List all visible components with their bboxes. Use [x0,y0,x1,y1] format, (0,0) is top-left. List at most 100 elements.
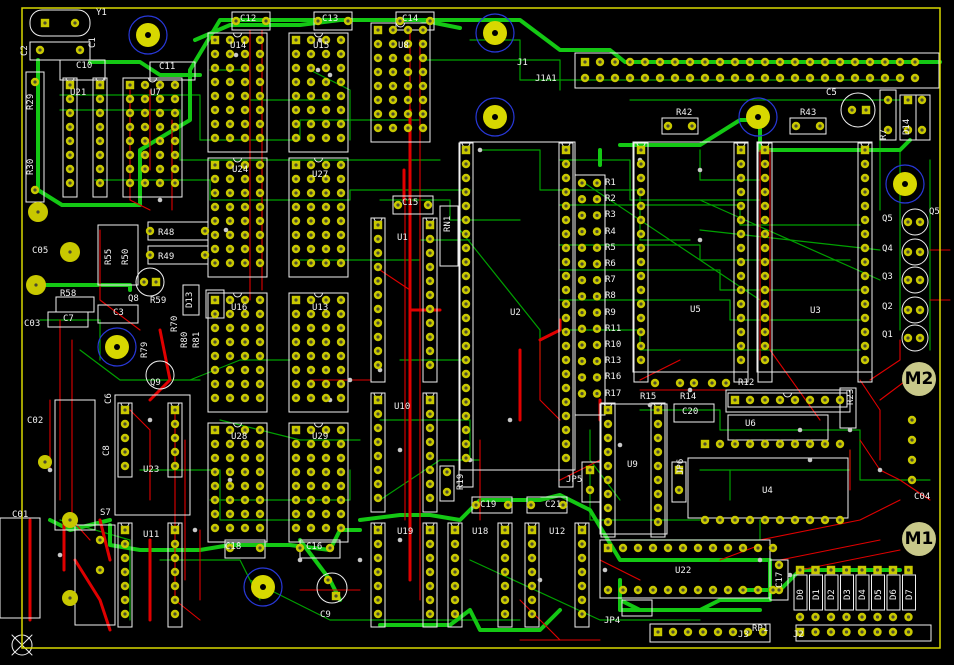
via [147,417,153,423]
drill-hole [213,512,217,516]
ref-label-r30: R30 [26,158,36,175]
drill-hole [243,261,247,265]
drill-hole [564,232,568,236]
drill-hole [580,327,584,331]
bottom-trace [639,409,801,431]
bottom-trace [559,299,861,321]
drill-hole [763,204,767,208]
drill-hole [891,615,895,619]
drill-hole [761,630,765,634]
drill-hole [294,52,298,56]
drill-hole [258,382,262,386]
drill-hole [503,528,507,532]
drill-hole [376,440,380,444]
drill-hole [228,38,232,42]
drill-hole [376,542,380,546]
drill-hole [324,396,328,400]
drill-hole [739,260,743,264]
drill-hole [739,302,743,306]
drill-hole [309,442,313,446]
drill-hole [621,588,625,592]
drill-hole [213,80,217,84]
drill-hole [243,326,247,330]
drill-hole [294,261,298,265]
drill-hole [339,396,343,400]
drill-hole [580,262,584,266]
drill-hole [376,426,380,430]
drill-hole [918,336,922,340]
drill-hole [294,247,298,251]
drill-hole [258,66,262,70]
drill-hole [376,363,380,367]
drill-hole [639,204,643,208]
drill-hole [606,436,610,440]
drill-hole [639,330,643,334]
r48-body [147,221,209,241]
drill-hole [891,630,895,634]
drill-hole [309,456,313,460]
via [233,52,239,58]
drill-hole [213,38,217,42]
drill-hole [173,436,177,440]
drill-hole [128,139,132,143]
drill-hole [595,359,599,363]
ref-label-r42: R42 [676,108,693,118]
drill-hole [606,492,610,496]
ic-notch [233,422,242,428]
drill-hole [128,83,132,87]
ref-label-q2: Q2 [882,302,893,312]
drill-hole [428,237,432,241]
jp5-body [581,461,601,503]
via [157,197,163,203]
drill-hole [173,153,177,157]
transistor-q1 [901,324,929,352]
drill-hole [339,456,343,460]
drill-hole [123,612,127,616]
drill-hole [636,546,640,550]
drill-hole [906,568,911,572]
top-trace [129,409,151,501]
drill-hole [123,464,127,468]
drill-hole [564,190,568,194]
drill-hole [324,108,328,112]
drill-hole [243,163,247,167]
drill-hole [823,60,827,64]
drill-hole [656,464,660,468]
drill-hole [123,422,127,426]
drill-hole [910,438,914,442]
ic-outline-undefined [288,32,349,153]
bottom-trace [459,229,541,361]
drill-hole [213,368,217,372]
drill-hole [778,60,782,64]
ic-outline-undefined [422,392,438,513]
drill-hole [703,60,707,64]
drill-hole [43,460,47,464]
drill-hole [243,177,247,181]
drill-hole [595,311,599,315]
drill-hole [243,484,247,488]
drill-hole [243,428,247,432]
ref-label-d3: D3 [842,589,853,600]
drill-hole [910,478,914,482]
via [847,427,853,433]
drill-hole [406,98,410,102]
drill-hole [530,570,534,574]
ic-outline-undefined [370,522,386,628]
drill-hole [294,442,298,446]
drill-hole [294,136,298,140]
drill-hole [863,288,867,292]
drill-hole [739,274,743,278]
drill-hole [503,556,507,560]
drill-hole [294,340,298,344]
pads-layer [26,16,927,637]
c9-outline [316,572,348,604]
drill-hole [564,330,568,334]
top-trace [859,379,881,461]
drill-hole [68,125,72,129]
c18-body [224,539,266,559]
drill-hole [158,83,162,87]
drill-hole [580,528,584,532]
drill-hole [421,56,425,60]
drill-hole [324,340,328,344]
drill-hole [406,112,410,116]
